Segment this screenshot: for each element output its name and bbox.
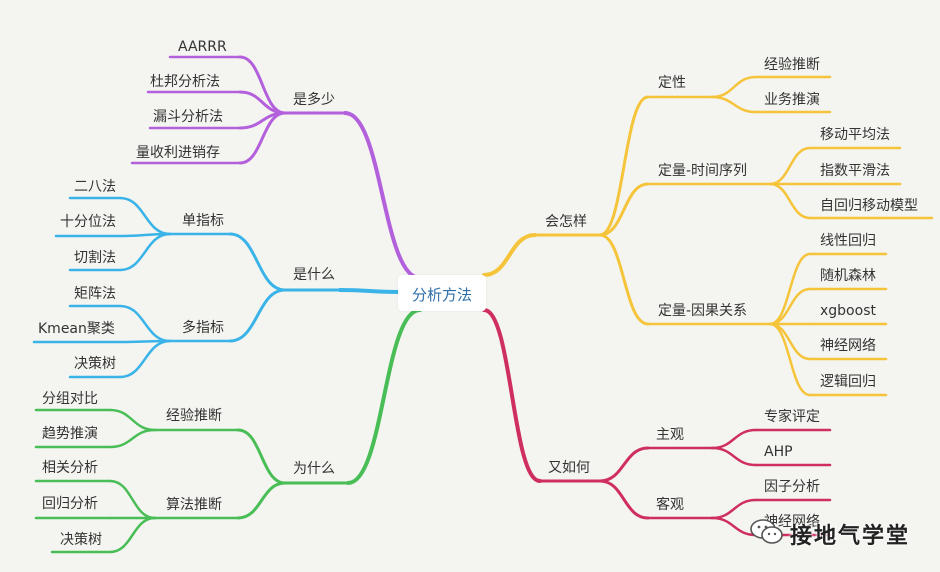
connector-matrix — [118, 304, 172, 343]
connector-forest — [768, 287, 812, 326]
connector-ahp — [710, 446, 758, 467]
branch-why[interactable]: 为什么 — [293, 461, 335, 477]
connector-moving-average — [768, 146, 812, 186]
node-single-metric[interactable]: 单指标 — [182, 213, 224, 229]
node-experience-inference[interactable]: 经验推断 — [166, 408, 222, 424]
connector-group-compare — [108, 408, 157, 432]
leaf-decision-tree[interactable]: 决策树 — [74, 356, 116, 372]
connector-single — [228, 232, 287, 292]
connector-decision-tree — [118, 339, 172, 379]
leaf-ahp[interactable]: AHP — [764, 444, 793, 460]
node-qualitative[interactable]: 定性 — [658, 75, 686, 91]
connector-neural — [768, 322, 812, 361]
leaf-funnel[interactable]: 漏斗分析法 — [153, 109, 223, 125]
leaf-inventory[interactable]: 量收利进销存 — [136, 145, 220, 161]
connector-causal — [598, 233, 650, 326]
leaf-dupont[interactable]: 杜邦分析法 — [150, 74, 220, 90]
leaf-trend[interactable]: 趋势推演 — [42, 426, 98, 442]
leaf-group-compare[interactable]: 分组对比 — [42, 391, 98, 407]
leaf-decile[interactable]: 十分位法 — [60, 214, 116, 230]
leaf-business-deduction[interactable]: 业务推演 — [764, 92, 820, 108]
node-subjective[interactable]: 主观 — [656, 427, 684, 443]
branch-what[interactable]: 是什么 — [293, 267, 335, 283]
leaf-moving-average[interactable]: 移动平均法 — [820, 127, 890, 143]
leaf-logistic-regression[interactable]: 逻辑回归 — [820, 374, 876, 390]
connector-then-what — [482, 308, 542, 483]
leaf-random-forest[interactable]: 随机森林 — [820, 268, 876, 284]
leaf-matrix[interactable]: 矩阵法 — [74, 286, 116, 302]
leaf-neural-network-2[interactable]: 神经网络 — [764, 514, 820, 530]
connector-why — [346, 308, 422, 485]
node-algorithm-inference[interactable]: 算法推断 — [166, 497, 222, 513]
leaf-regression[interactable]: 回归分析 — [42, 496, 98, 512]
connector-trend — [108, 428, 157, 449]
connector-arma — [768, 182, 812, 220]
connector-logistic — [768, 322, 812, 397]
connector-neural-2 — [710, 516, 758, 537]
connector-objective — [598, 479, 650, 520]
branch-then-what[interactable]: 又如何 — [548, 460, 590, 476]
connector-experience — [236, 428, 287, 485]
leaf-correlation[interactable]: 相关分析 — [42, 460, 98, 476]
node-time-series[interactable]: 定量-时间序列 — [658, 163, 748, 179]
connector-expert — [710, 428, 758, 450]
leaf-expert-rating[interactable]: 专家评定 — [764, 409, 820, 425]
leaf-factor-analysis[interactable]: 因子分析 — [764, 479, 820, 495]
root-node[interactable]: 分析方法 — [398, 275, 486, 311]
connector-what — [338, 288, 402, 294]
connector-time-series — [598, 182, 650, 237]
connector-experience — [710, 75, 758, 99]
connector-business — [710, 95, 758, 114]
root-label: 分析方法 — [411, 286, 472, 304]
branch-how-will[interactable]: 会怎样 — [545, 214, 587, 230]
connector-how-many — [343, 111, 422, 280]
connector-aarrr — [238, 55, 287, 115]
leaf-experience[interactable]: 经验推断 — [764, 57, 820, 73]
connector-correlation — [108, 479, 157, 520]
connector-multi — [228, 288, 287, 343]
branch-how-many[interactable]: 是多少 — [293, 92, 335, 108]
leaf-neural-network[interactable]: 神经网络 — [820, 338, 876, 354]
leaf-kmeans[interactable]: Kmean聚类 — [38, 321, 115, 337]
leaf-aarrr[interactable]: AARRR — [178, 39, 227, 55]
leaf-arma[interactable]: 自回归移动模型 — [820, 198, 918, 214]
leaf-pareto[interactable]: 二八法 — [74, 179, 116, 195]
leaf-xgboost[interactable]: xgboost — [820, 303, 876, 319]
leaf-decision-tree-2[interactable]: 决策树 — [60, 532, 102, 548]
watermark-text: 接地气学堂 — [790, 524, 911, 549]
connector-how-will — [482, 233, 537, 277]
connector-cutting — [118, 232, 172, 272]
connector-decision-tree-2 — [108, 516, 157, 554]
connector-qualitative — [598, 95, 650, 237]
node-objective[interactable]: 客观 — [656, 497, 684, 513]
connector-inventory — [238, 111, 287, 165]
watermark: 接地气学堂 — [750, 512, 930, 552]
leaf-linear-regression[interactable]: 线性回归 — [820, 233, 876, 249]
wechat-icon — [750, 519, 783, 544]
connector-pareto — [118, 196, 172, 236]
connector-algorithm — [236, 481, 287, 520]
leaf-cutting[interactable]: 切割法 — [74, 250, 116, 266]
node-causal[interactable]: 定量-因果关系 — [658, 303, 748, 319]
connector-subjective — [598, 446, 650, 483]
node-multi-metric[interactable]: 多指标 — [182, 320, 224, 336]
leaf-exponential-smoothing[interactable]: 指数平滑法 — [820, 163, 890, 179]
